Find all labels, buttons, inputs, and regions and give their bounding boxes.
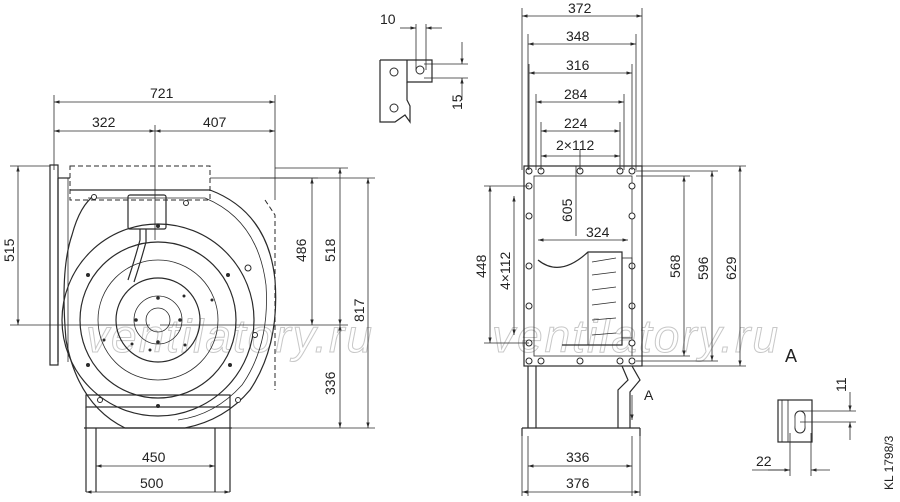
dim-284: 284 [564,86,588,102]
dim-4x112: 4×112 [497,252,513,290]
dim-407: 407 [203,114,227,130]
dim-596: 596 [695,256,711,280]
bracket-detail: 10 15 [379,11,468,124]
dim-2x112: 2×112 [556,137,594,153]
dim-448: 448 [473,254,489,278]
dim-450: 450 [142,449,166,465]
dim-515: 515 [1,238,17,262]
side-view-dimensions: 372 348 316 284 224 2×112 605 324 448 4×… [473,0,746,496]
dim-518: 518 [322,238,338,262]
dim-721: 721 [150,85,174,101]
dim-568: 568 [667,254,683,278]
dim-22: 22 [756,453,772,469]
dim-629: 629 [723,256,739,280]
dim-348: 348 [566,28,590,44]
dim-500: 500 [140,475,164,491]
dim-336-front: 336 [322,371,338,395]
dim-817: 817 [351,298,367,322]
dim-11: 11 [833,377,849,392]
side-view: A [521,165,654,436]
dim-316: 316 [566,57,590,73]
dim-322: 322 [92,114,116,130]
detail-a: A 11 22 [752,346,856,476]
dim-486: 486 [293,238,309,262]
dim-324: 324 [586,224,610,240]
dim-15: 15 [449,94,465,110]
dim-372: 372 [568,0,592,16]
drawing-id: KL 1798/3 [882,435,896,490]
detail-a-title: A [785,346,797,366]
watermark-right: ventilatory.ru [492,310,780,362]
dim-376: 376 [566,475,590,491]
dim-10: 10 [380,11,396,27]
view-arrow-a-label: A [644,387,654,403]
dim-605: 605 [559,198,575,222]
dim-336-side: 336 [566,449,590,465]
watermark-left: ventilatory.ru [86,310,374,362]
dim-224: 224 [564,115,588,131]
front-view-dimensions: 721 322 407 515 486 518 817 336 450 500 [1,85,375,494]
front-view [49,164,277,492]
